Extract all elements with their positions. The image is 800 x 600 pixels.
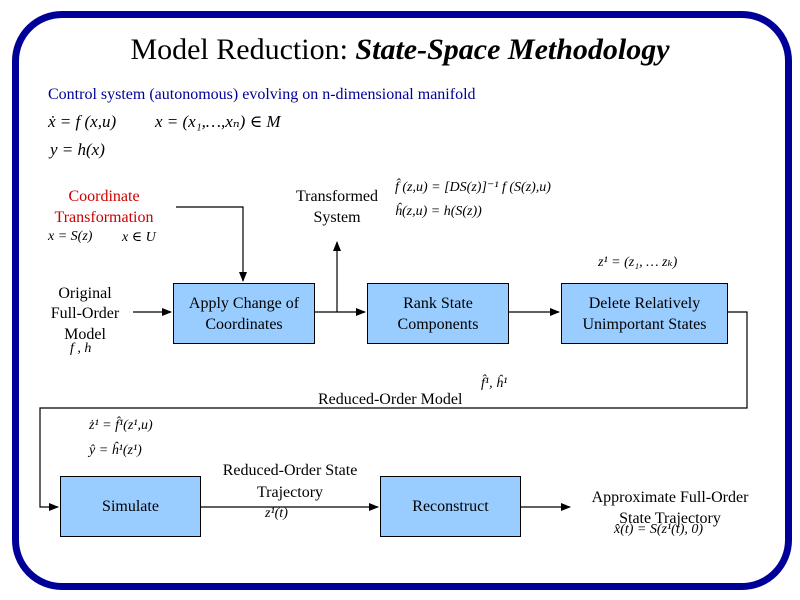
- title-italic: State-Space Methodology: [355, 33, 670, 66]
- approx-traj-label-2: State Trajectory: [619, 510, 721, 527]
- coord-domain-eq: x ∈ U: [122, 230, 156, 245]
- output-equation: y = h(x): [50, 140, 105, 159]
- reduced-traj-label-1: Reduced-Order State: [222, 462, 358, 479]
- slide-title: Model Reduction: State-Space Methodology: [0, 30, 800, 70]
- reduced-traj-eq: z¹(t): [265, 506, 288, 521]
- coord-transform-eq: x = S(z): [48, 229, 93, 244]
- transformed-label-1: Transformed: [295, 188, 379, 205]
- box-label-line: Unimportant States: [582, 315, 707, 333]
- original-model-fns: f , h: [70, 341, 92, 356]
- reduced-dynamics-eq: ż¹ = f̂¹(z¹,u): [89, 418, 153, 433]
- box-label-line: Components: [397, 315, 479, 333]
- reduced-order-model-label: Reduced-Order Model: [318, 391, 463, 408]
- box-label-line: Rank State: [403, 294, 473, 312]
- reduced-traj-label-2: Trajectory: [256, 484, 324, 501]
- reduced-output-eq: ŷ = ĥ¹(z¹): [89, 443, 142, 458]
- slide-frame: [12, 11, 792, 590]
- reconstruct-box[interactable]: Reconstruct: [380, 476, 521, 537]
- state-equation: ẋ = f (x,u): [48, 112, 117, 131]
- state-definition: x = (x₁,…,xₙ) ∈ M: [155, 112, 281, 131]
- simulate-box[interactable]: Simulate: [60, 476, 201, 537]
- approx-traj-eq: x̂(t) = S(z¹(t), 0): [614, 522, 704, 537]
- title-plain: Model Reduction:: [130, 33, 356, 66]
- original-model-label-2: Full-Order: [50, 305, 120, 322]
- transformed-f-eq: f̂ (z,u) = [DS(z)]⁻¹ f (S(z),u): [395, 180, 551, 195]
- apply-change-of-coordinates-box[interactable]: Apply Change of Coordinates: [173, 283, 315, 344]
- coord-transform-label-1: Coordinate: [68, 188, 140, 205]
- reduced-model-fns: f̂¹, ĥ¹: [481, 376, 508, 391]
- reduced-state-eq: z¹ = (z₁, … zₖ): [598, 255, 678, 270]
- box-label-line: Delete Relatively: [588, 294, 701, 312]
- transformed-label-2: System: [313, 209, 361, 226]
- subtitle: Control system (autonomous) evolving on …: [48, 86, 476, 103]
- box-label-line: Coordinates: [205, 315, 283, 333]
- box-label-line: Reconstruct: [412, 498, 489, 515]
- approx-traj-label-1: Approximate Full-Order: [591, 489, 749, 506]
- transformed-h-eq: ĥ(z,u) = h(S(z)): [395, 204, 482, 219]
- original-model-label-1: Original: [58, 285, 112, 302]
- coord-transform-label-2: Transformation: [54, 209, 154, 226]
- box-label-line: Apply Change of: [188, 294, 300, 312]
- box-label-line: Simulate: [102, 498, 159, 515]
